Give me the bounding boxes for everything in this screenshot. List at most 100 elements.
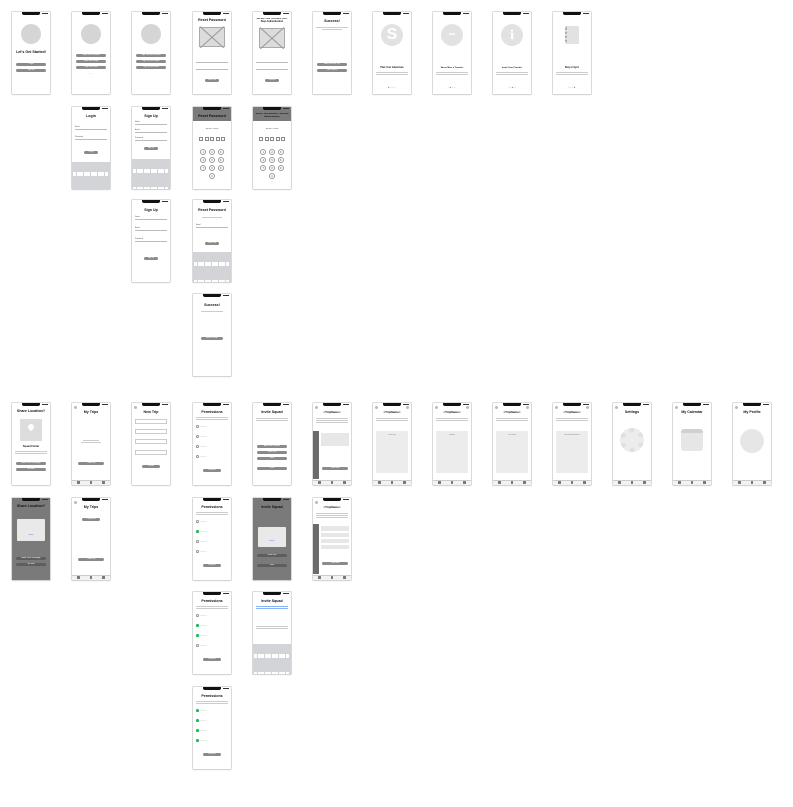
add-first-trip-button[interactable]: Add Your First Trip (317, 63, 347, 67)
share-link-button[interactable]: Share Link (257, 554, 287, 558)
permission-row[interactable]: –––––––– (196, 455, 228, 459)
permission-row[interactable]: –––––––– (196, 520, 228, 524)
code-input[interactable] (199, 137, 225, 141)
permission-row[interactable]: –––––––– (196, 719, 228, 723)
tab-bar[interactable] (72, 479, 110, 485)
add-icon[interactable] (466, 406, 469, 409)
login-submit-button[interactable]: Login (84, 151, 98, 155)
menu-icon[interactable] (315, 406, 318, 409)
email-field[interactable]: Email (135, 227, 167, 231)
sign-up-submit-button[interactable]: Sign Up (144, 147, 158, 151)
email-field[interactable]: Email (75, 126, 107, 130)
trip-card[interactable] (321, 526, 349, 531)
invite-squad-button[interactable]: Invite Squad (317, 69, 347, 73)
sign-up-google-button[interactable]: Sign Up with Google (136, 60, 166, 64)
tab-bar[interactable] (433, 479, 471, 485)
permission-row[interactable]: –––––––– (196, 550, 228, 554)
permission-row[interactable]: –––––––– (196, 729, 228, 733)
add-trip-button[interactable]: + Add Trip (78, 558, 104, 562)
invite-button[interactable]: Invite (257, 457, 287, 461)
done-button[interactable]: Done (257, 467, 287, 471)
allow-link[interactable]: Allow (269, 540, 275, 542)
keyboard[interactable] (253, 644, 291, 674)
not-now-button[interactable]: Not Now (16, 563, 46, 567)
allow-location-button[interactable]: Allow While Using App (16, 462, 46, 466)
menu-icon[interactable] (74, 501, 77, 504)
notes-field[interactable] (135, 450, 167, 455)
send-link-button[interactable]: Send Link (205, 242, 219, 246)
password-field[interactable]: Password (75, 136, 107, 140)
login-email-button[interactable]: Login with Email (76, 66, 106, 70)
back-to-login-button[interactable]: Back to Login (201, 337, 223, 341)
continue-button[interactable]: Continue (265, 79, 279, 83)
add-icon[interactable] (586, 406, 589, 409)
trip-card[interactable] (321, 545, 349, 549)
login-facebook-button[interactable]: Login with Facebook (76, 54, 106, 58)
continue-button[interactable]: Continue (203, 564, 221, 568)
tab-bar[interactable] (553, 479, 591, 485)
add-icon[interactable] (526, 406, 529, 409)
sign-up-email-button[interactable]: Sign Up with Email (136, 66, 166, 70)
forgot-link[interactable]: ······· (88, 73, 94, 75)
login-button[interactable]: Login (16, 63, 46, 67)
trip-card[interactable] (321, 433, 349, 446)
email-field[interactable]: Email (135, 129, 167, 133)
menu-icon[interactable] (615, 406, 618, 409)
continue-button[interactable]: Continue (203, 469, 221, 473)
allow-location-button[interactable]: Allow While Using App (16, 557, 46, 561)
add-trip-button[interactable]: + Add Trip (78, 462, 104, 466)
add-item-button[interactable]: + Add Item (322, 467, 348, 471)
password-field[interactable]: Password (135, 238, 167, 242)
permission-row[interactable]: –––––––– (196, 739, 228, 743)
tab-bar[interactable] (733, 479, 771, 485)
trip-card[interactable] (321, 539, 349, 543)
permission-row[interactable]: –––––––– (196, 425, 228, 429)
continue-button[interactable]: Continue (203, 753, 221, 757)
password-field[interactable] (196, 66, 228, 70)
tab-bar[interactable] (72, 574, 110, 580)
permission-row[interactable]: –––––––– (196, 644, 228, 648)
password-field[interactable]: Password (135, 137, 167, 141)
keyboard[interactable] (132, 159, 170, 189)
continue-button[interactable]: Continue (203, 658, 221, 662)
keyboard[interactable] (72, 162, 110, 189)
menu-icon[interactable] (74, 406, 77, 409)
trip-name-field[interactable] (135, 419, 167, 424)
name-field[interactable]: Name (135, 121, 167, 125)
email-field[interactable]: Email (196, 224, 228, 228)
add-icon[interactable] (406, 406, 409, 409)
sign-up-facebook-button[interactable]: Sign Up with Facebook (136, 54, 166, 58)
permission-row[interactable]: –––––––– (196, 435, 228, 439)
add-item-button[interactable]: + Add Item (322, 562, 348, 566)
destination-field[interactable] (135, 429, 167, 434)
tab-bar[interactable] (673, 479, 711, 485)
code-field[interactable] (256, 66, 288, 70)
permission-row[interactable]: –––––––– (196, 530, 228, 534)
menu-icon[interactable] (375, 406, 378, 409)
trip-item[interactable]: <TripName> (82, 518, 100, 522)
tab-bar[interactable] (373, 479, 411, 485)
menu-icon[interactable] (435, 406, 438, 409)
not-now-button[interactable]: Not Now (16, 468, 46, 472)
code-input[interactable] (259, 137, 285, 141)
permission-row[interactable]: –––––––– (196, 445, 228, 449)
menu-icon[interactable] (555, 406, 558, 409)
permission-row[interactable]: –––––––– (196, 614, 228, 618)
tab-bar[interactable] (493, 479, 531, 485)
permission-row[interactable]: –––––––– (196, 540, 228, 544)
tab-bar[interactable] (313, 479, 351, 485)
send-link-button[interactable]: Send Link (205, 79, 219, 83)
dates-field[interactable] (135, 439, 167, 444)
phone-field[interactable] (256, 59, 288, 63)
login-google-button[interactable]: Login with Google (76, 60, 106, 64)
trip-card[interactable] (321, 533, 349, 537)
permission-row[interactable]: –––––––– (196, 624, 228, 628)
permission-row[interactable]: –––––––– (196, 709, 228, 713)
menu-icon[interactable] (675, 406, 678, 409)
permission-row[interactable]: –––––––– (196, 634, 228, 638)
menu-icon[interactable] (315, 501, 318, 504)
name-field[interactable]: Name (135, 216, 167, 220)
create-trip-button[interactable]: Create (142, 465, 160, 469)
